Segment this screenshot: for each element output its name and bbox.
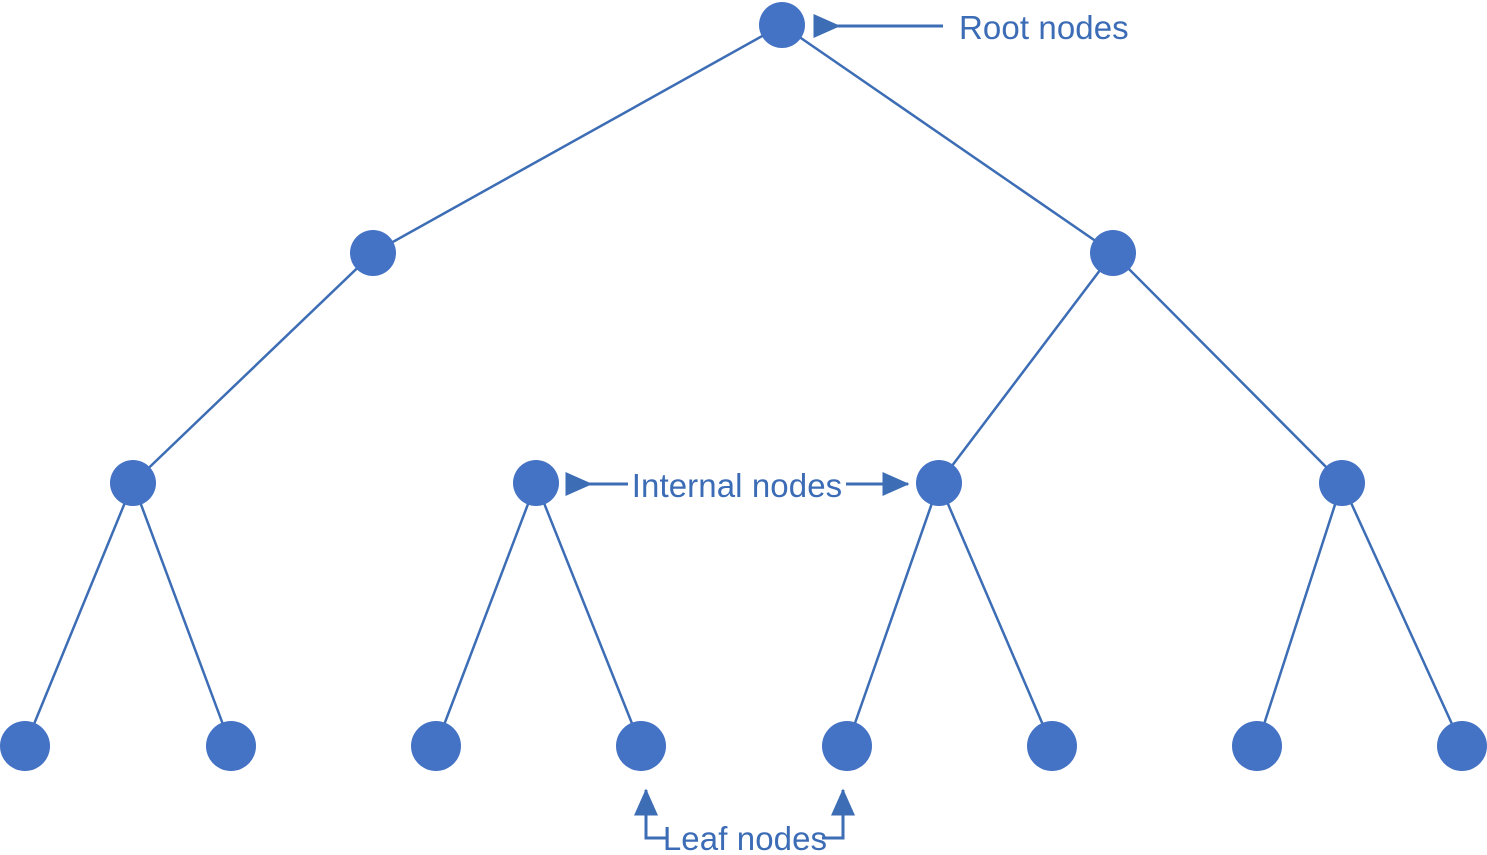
node-internal-left[interactable] <box>350 230 396 276</box>
tree-edges <box>23 23 1464 748</box>
leaf-callout-bracket-left <box>634 788 668 840</box>
edge-e-to-leaf5 <box>845 481 941 748</box>
node-leaf-4[interactable] <box>616 721 666 771</box>
node-internal-e[interactable] <box>916 460 962 506</box>
edge-right-to-e <box>937 251 1115 485</box>
node-internal-right[interactable] <box>1090 230 1136 276</box>
leaf-callout-bracket-right <box>822 788 855 840</box>
node-leaf-1[interactable] <box>0 721 50 771</box>
edge-e-to-leaf6 <box>937 481 1054 748</box>
internal-nodes-label: Internal nodes <box>632 467 843 504</box>
edge-root-to-right <box>780 23 1115 255</box>
node-leaf-7[interactable] <box>1232 721 1282 771</box>
edge-d-to-leaf4 <box>534 481 643 748</box>
node-leaf-2[interactable] <box>206 721 256 771</box>
node-internal-d[interactable] <box>513 460 559 506</box>
node-leaf-5[interactable] <box>822 721 872 771</box>
node-root[interactable] <box>759 2 805 48</box>
node-leaf-3[interactable] <box>411 721 461 771</box>
node-internal-c[interactable] <box>110 460 156 506</box>
edge-d-to-leaf3 <box>434 481 538 748</box>
edge-right-to-f <box>1111 251 1344 485</box>
node-leaf-8[interactable] <box>1437 721 1487 771</box>
annotation-leaders <box>565 14 943 840</box>
edge-f-to-leaf7 <box>1255 481 1344 748</box>
edge-c-to-leaf2 <box>131 481 233 748</box>
root-nodes-label: Root nodes <box>959 9 1129 46</box>
edge-left-to-c <box>131 251 375 485</box>
edge-root-to-left <box>371 23 784 255</box>
edge-f-to-leaf8 <box>1340 481 1464 748</box>
node-internal-f[interactable] <box>1319 460 1365 506</box>
node-leaf-6[interactable] <box>1027 721 1077 771</box>
edge-c-to-leaf1 <box>23 481 135 748</box>
tree-nodes <box>0 2 1487 771</box>
annotation-labels: Root nodes Internal nodes Leaf nodes <box>632 9 1129 855</box>
leaf-nodes-label: Leaf nodes <box>663 820 827 855</box>
